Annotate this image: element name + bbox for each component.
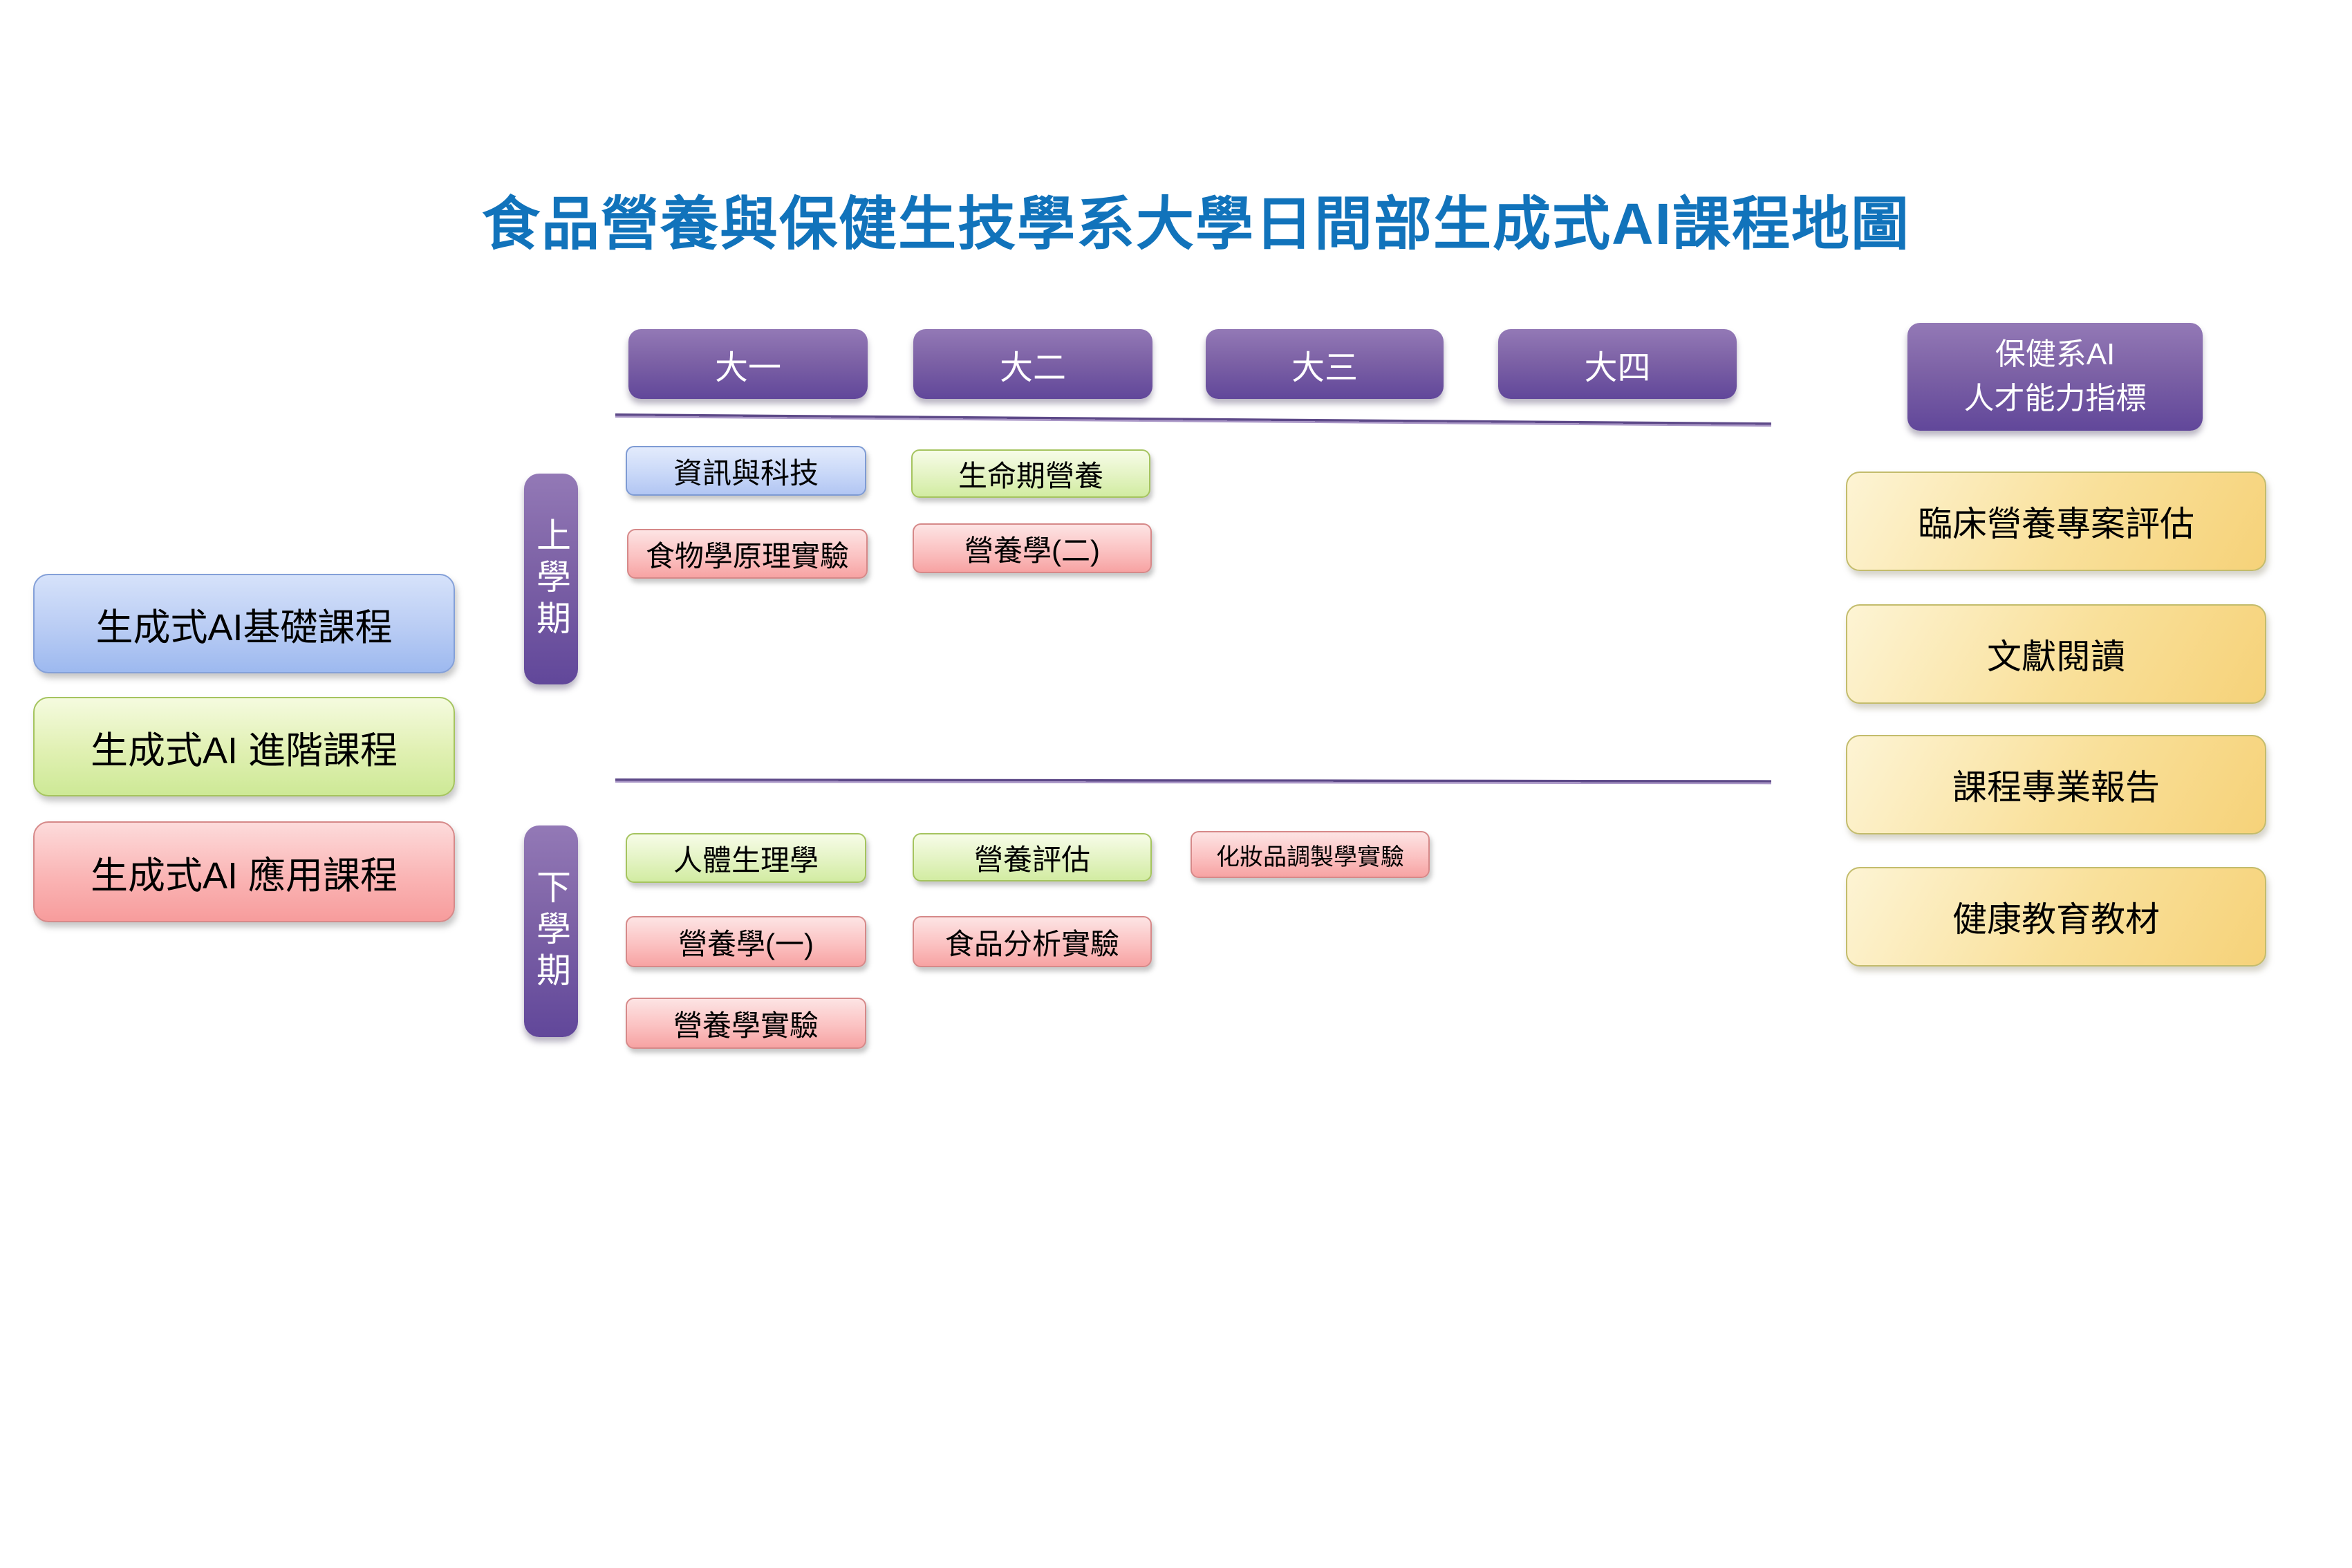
year-header-y4: 大四 <box>1498 329 1737 399</box>
course-lower-y2-food-analysis-lab: 食品分析實驗 <box>913 916 1152 967</box>
course-lower-y2-nutrition-assessment: 營養評估 <box>913 833 1152 881</box>
outcome-clinical-nutrition-project-assessment: 臨床營養專案評估 <box>1846 472 2266 571</box>
divider-line-lower <box>615 778 1772 785</box>
course-upper-y1-food-principles-lab: 食物學原理實驗 <box>627 529 868 579</box>
year-header-y2: 大二 <box>913 329 1152 399</box>
legend-basic-courses: 生成式AI基礎課程 <box>33 574 455 673</box>
semester-label-upper: 上學期 <box>524 474 578 684</box>
course-lower-y1-human-physiology: 人體生理學 <box>626 833 866 883</box>
course-lower-y1-nutrition-lab: 營養學實驗 <box>626 998 866 1049</box>
course-upper-y1-information-technology: 資訊與科技 <box>626 446 866 496</box>
ai-indicator-text: 保健系AI 人才能力指標 <box>1964 333 2147 421</box>
ai-indicator-header: 保健系AI 人才能力指標 <box>1907 323 2203 431</box>
ai-indicator-line2: 人才能力指標 <box>1963 382 2147 416</box>
year-header-y3: 大三 <box>1206 329 1444 399</box>
ai-indicator-line1: 保健系AI <box>1995 337 2116 372</box>
outcome-literature-reading: 文獻閱讀 <box>1846 604 2266 704</box>
year-header-y1: 大一 <box>628 329 868 399</box>
legend-applied-courses: 生成式AI 應用課程 <box>33 821 455 922</box>
outcome-health-education-materials: 健康教育教材 <box>1846 867 2266 967</box>
course-lower-y3-cosmetics-formulation-lab: 化妝品調製學實驗 <box>1191 831 1430 878</box>
semester-label-lower: 下學期 <box>524 825 578 1037</box>
page-title: 食品營養與保健生技學系大學日間部生成式AI課程地圖 <box>481 191 1910 256</box>
divider-line-upper <box>615 413 1771 427</box>
outcome-course-professional-report: 課程專業報告 <box>1846 735 2266 834</box>
course-lower-y1-nutrition-1: 營養學(一) <box>626 916 866 967</box>
course-upper-y2-nutrition-2: 營養學(二) <box>913 523 1152 573</box>
course-upper-y2-lifespan-nutrition: 生命期營養 <box>911 449 1150 498</box>
legend-advanced-courses: 生成式AI 進階課程 <box>33 697 455 796</box>
